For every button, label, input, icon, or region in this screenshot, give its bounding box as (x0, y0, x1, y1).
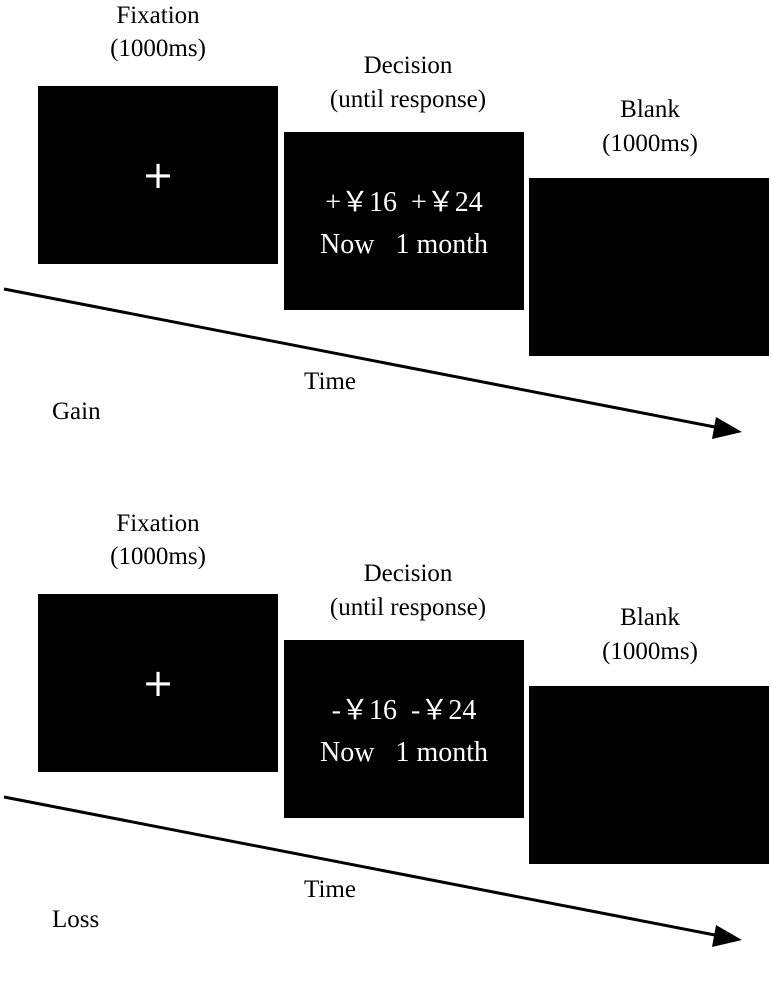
time-arrow (3, 795, 742, 947)
decision-screen: +￥16 +￥24 Now 1 month (284, 132, 524, 310)
condition-label: Gain (52, 398, 101, 425)
blank-title: Blank (620, 96, 680, 123)
time-axis-label: Time (304, 876, 356, 903)
condition-label: Loss (52, 906, 100, 933)
time-arrow-line (3, 287, 721, 430)
decision-options: +￥16 +￥24 (325, 187, 483, 218)
fixation-cross: + (142, 661, 174, 705)
time-arrow (3, 287, 742, 439)
blank-screen (529, 178, 769, 356)
fixation-cross: + (142, 153, 174, 197)
fixation-title: Fixation (116, 2, 200, 29)
decision-title: Decision (363, 52, 453, 79)
decision-title: Decision (363, 560, 453, 587)
fixation-title: Fixation (116, 510, 200, 537)
blank-screen (529, 686, 769, 864)
fixation-duration: (1000ms) (110, 543, 206, 570)
decision-delays: Now 1 month (320, 229, 488, 260)
decision-delays: Now 1 month (320, 737, 488, 768)
gain-panel: Fixation (1000ms) + Decision (until resp… (0, 0, 772, 475)
time-arrow-line (3, 795, 721, 938)
fixation-screen: + (38, 86, 278, 264)
loss-panel: Fixation (1000ms) + Decision (until resp… (0, 508, 772, 983)
decision-screen: -￥16 -￥24 Now 1 month (284, 640, 524, 818)
fixation-duration: (1000ms) (110, 35, 206, 62)
blank-duration: (1000ms) (602, 130, 698, 157)
blank-duration: (1000ms) (602, 638, 698, 665)
decision-duration: (until response) (329, 594, 487, 621)
time-arrow-head (712, 925, 742, 947)
time-arrow-head (712, 417, 742, 439)
decision-options: -￥16 -￥24 (331, 695, 477, 726)
fixation-screen: + (38, 594, 278, 772)
decision-duration: (until response) (329, 86, 487, 113)
blank-title: Blank (620, 604, 680, 631)
time-axis-label: Time (304, 368, 356, 395)
